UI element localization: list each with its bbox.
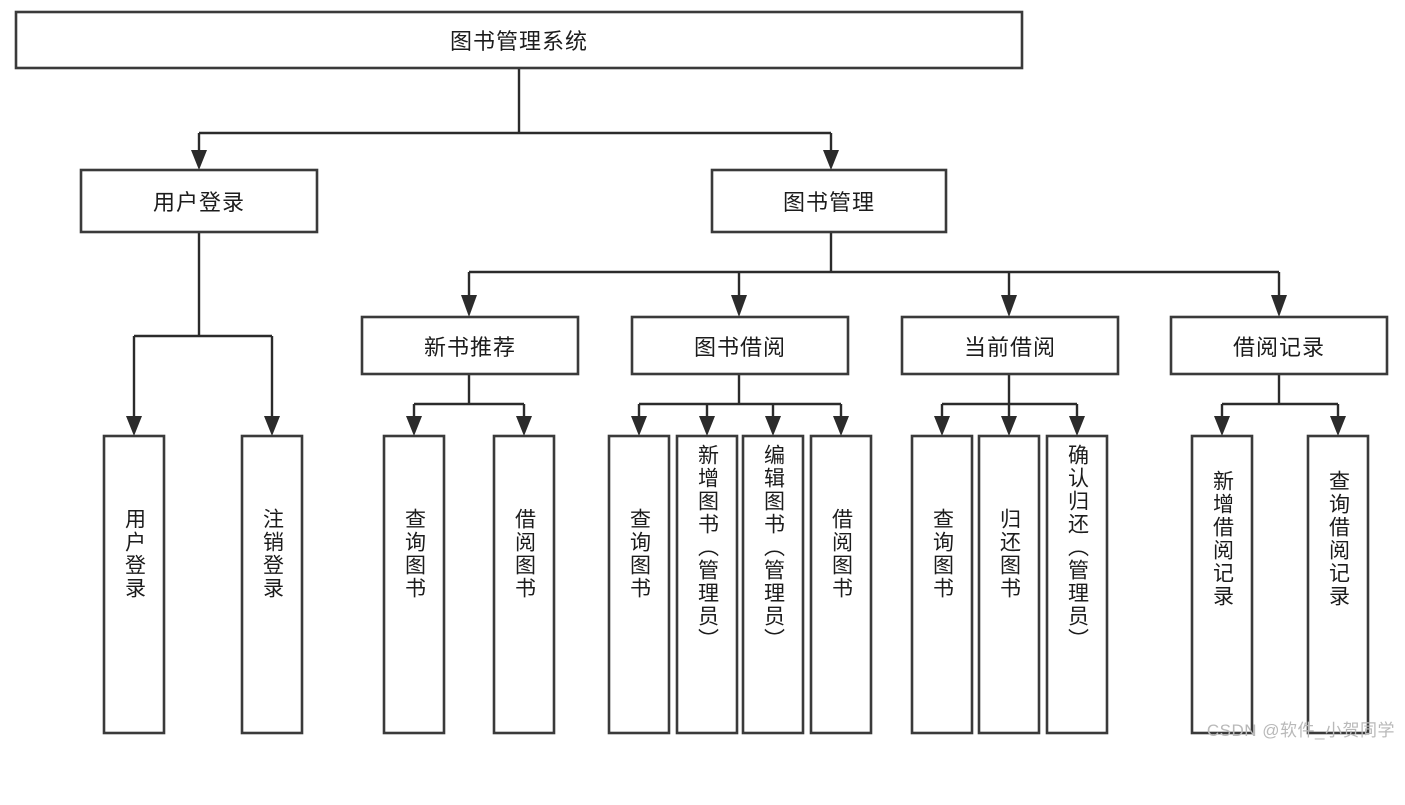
arrow-newbook-leaf-1 [406,416,422,436]
arrow-current-leaf-1 [934,416,950,436]
arrow-newbook-leaf-2 [516,416,532,436]
node-box-borrow-record[interactable] [1169,315,1389,376]
node-box-leaf-borrow-3[interactable] [741,434,805,735]
node-box-leaf-newbook-2[interactable] [492,434,556,735]
arrow-borrow-leaf-2 [699,416,715,436]
node-box-book-management[interactable] [710,168,948,234]
node-box-root[interactable] [14,10,1024,70]
node-box-current-borrow[interactable] [900,315,1120,376]
flowchart-svg [14,10,1389,735]
node-box-leaf-borrow-4[interactable] [809,434,873,735]
arrow-bookmgmt-to-record [1271,295,1287,317]
node-box-leaf-borrow-2[interactable] [675,434,739,735]
csdn-watermark: CSDN @软件_小贺同学 [1206,721,1395,740]
arrow-bookmgmt-to-borrow [731,295,747,317]
arrow-userlogin-leaf-1 [126,416,142,436]
node-box-leaf-current-2[interactable] [977,434,1041,735]
arrow-borrow-leaf-3 [765,416,781,436]
node-box-leaf-record-2[interactable] [1306,434,1370,735]
arrow-borrow-leaf-1 [631,416,647,436]
node-box-leaf-borrow-1[interactable] [607,434,671,735]
arrow-current-leaf-3 [1069,416,1085,436]
arrow-bookmgmt-to-newbook [461,295,477,317]
node-box-leaf-user-login-2[interactable] [240,434,304,735]
arrow-userlogin-leaf-2 [264,416,280,436]
node-box-new-book-recommend[interactable] [360,315,580,376]
node-box-leaf-current-3[interactable] [1045,434,1109,735]
arrow-current-leaf-2 [1001,416,1017,436]
flowchart-canvas: 图书管理系统 用户登录 图书管理 新书推荐 图书借阅 当前借阅 借阅记录 用户登… [14,10,1395,740]
arrow-bookmgmt-to-current [1001,295,1017,317]
node-box-leaf-record-1[interactable] [1190,434,1254,735]
arrow-root-to-userlogin [191,150,207,170]
arrow-borrow-leaf-4 [833,416,849,436]
node-box-book-borrow[interactable] [630,315,850,376]
node-box-user-login[interactable] [79,168,319,234]
node-box-leaf-newbook-1[interactable] [382,434,446,735]
arrow-record-leaf-1 [1214,416,1230,436]
arrow-record-leaf-2 [1330,416,1346,436]
node-box-leaf-user-login-1[interactable] [102,434,166,735]
node-box-leaf-current-1[interactable] [910,434,974,735]
node-box-group [14,10,1389,735]
connector-group [126,68,1346,436]
arrow-root-to-bookmgmt [823,150,839,170]
